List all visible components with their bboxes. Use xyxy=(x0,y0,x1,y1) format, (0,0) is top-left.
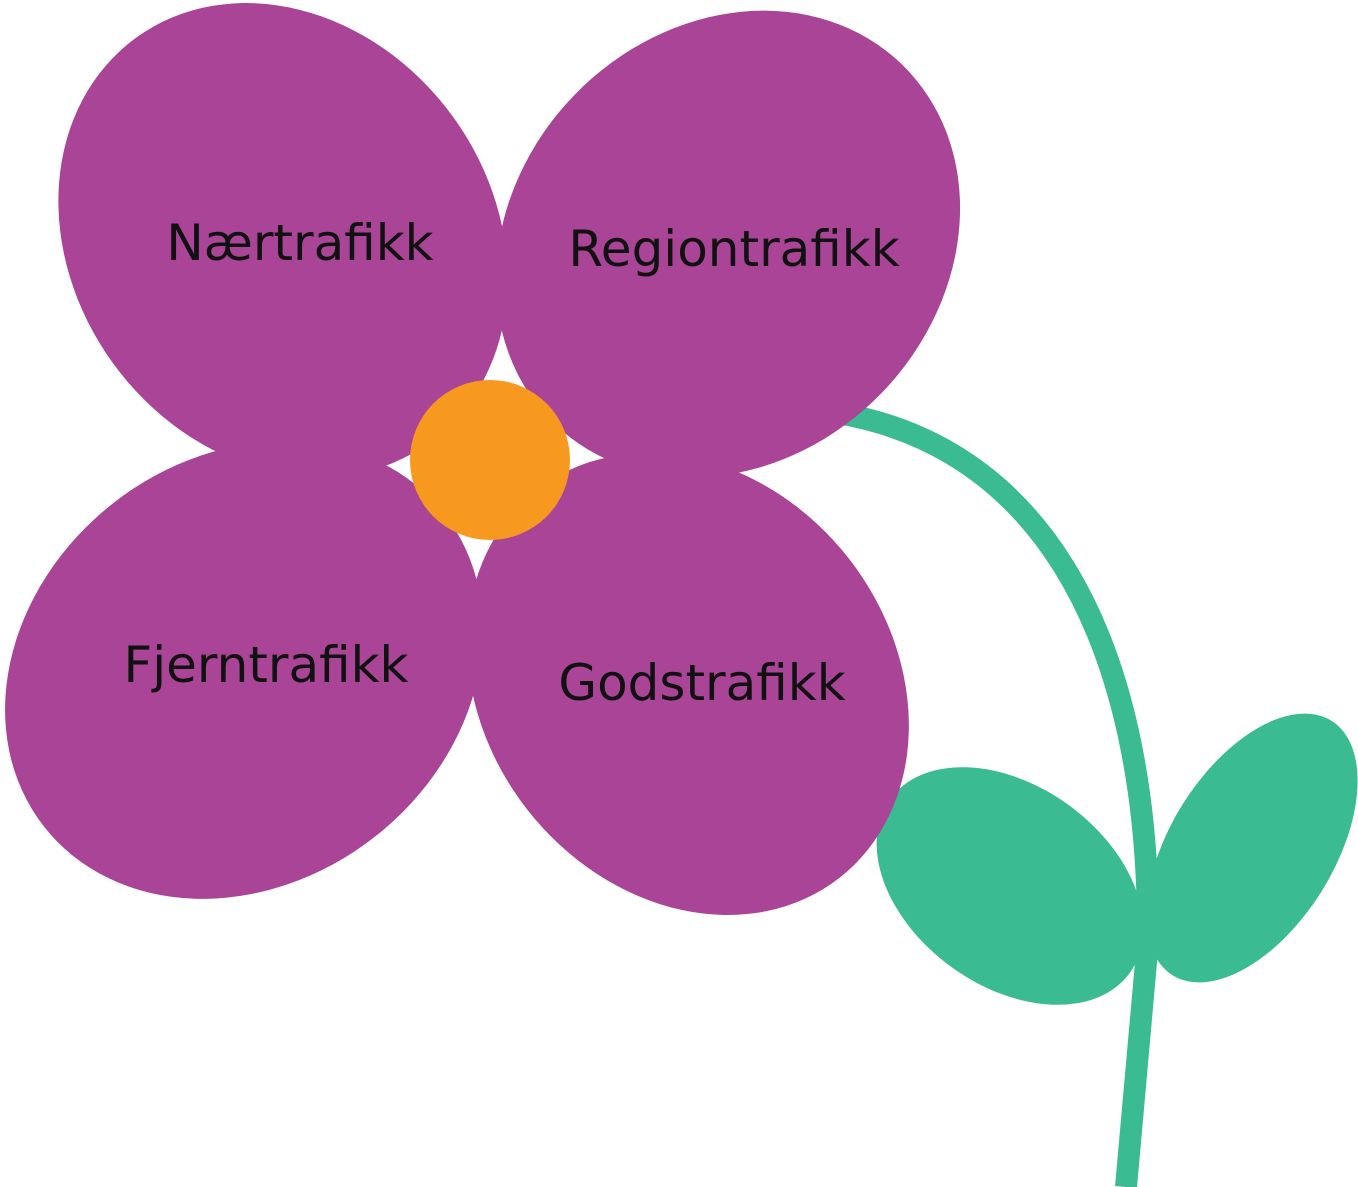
petal-label-godstrafikk: Godstrafikk xyxy=(558,654,845,712)
petal-bottom-left xyxy=(5,441,483,899)
leaf-right xyxy=(1146,713,1358,983)
petal-top-left xyxy=(58,3,508,477)
leaf-left xyxy=(876,767,1144,1005)
stem xyxy=(789,397,1160,1187)
petal-label-fjerntrafikk: Fjerntrafikk xyxy=(124,636,409,694)
petal-label-naertrafikk: Nærtrafikk xyxy=(166,214,433,272)
flower-center xyxy=(410,380,570,540)
petal-label-regiontrafikk: Regiontrafikk xyxy=(568,220,899,278)
petal-top-right xyxy=(495,10,961,478)
petal-bottom-right xyxy=(467,453,909,915)
